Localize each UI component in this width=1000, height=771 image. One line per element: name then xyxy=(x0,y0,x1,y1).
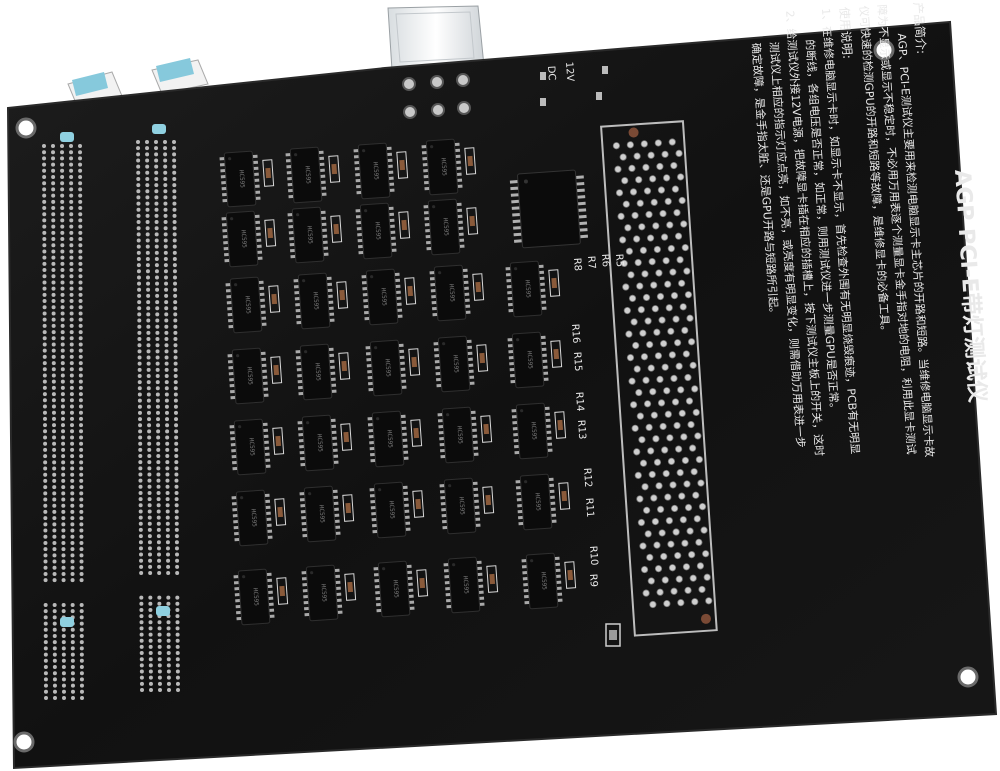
main-controller-chip xyxy=(509,169,589,249)
svg-text:HC595: HC595 xyxy=(385,430,393,449)
svg-text:HC595: HC595 xyxy=(461,576,469,595)
mounting-holes xyxy=(13,39,979,753)
label-r14: R14 xyxy=(573,391,585,411)
svg-text:HC595: HC595 xyxy=(439,158,447,177)
dc-jack-pads xyxy=(540,66,608,106)
svg-text:HC595: HC595 xyxy=(533,493,541,512)
svg-text:HC595: HC595 xyxy=(249,509,257,528)
label-r11: R11 xyxy=(583,497,595,517)
svg-text:HC595: HC595 xyxy=(529,422,537,441)
dc-label: DC xyxy=(545,65,557,80)
svg-text:HC595: HC595 xyxy=(239,230,247,249)
svg-text:HC595: HC595 xyxy=(457,497,465,516)
svg-text:HC595: HC595 xyxy=(451,355,459,374)
svg-text:HC595: HC595 xyxy=(313,363,321,382)
slot-key-markers xyxy=(60,124,170,627)
label-r9: R9 xyxy=(587,573,599,587)
label-r5: R5 xyxy=(613,253,625,267)
svg-text:HC595: HC595 xyxy=(523,280,531,299)
power-header-pins xyxy=(402,73,471,119)
pci-e-slot-pin-field xyxy=(136,140,180,692)
svg-text:HC595: HC595 xyxy=(387,501,395,520)
svg-text:HC595: HC595 xyxy=(317,505,325,524)
svg-text:HC595: HC595 xyxy=(539,572,547,591)
svg-text:HC595: HC595 xyxy=(311,292,319,311)
label-r12: R12 xyxy=(581,467,593,487)
svg-text:HC595: HC595 xyxy=(447,284,455,303)
svg-text:HC595: HC595 xyxy=(319,584,327,603)
svg-text:HC595: HC595 xyxy=(525,351,533,370)
svg-text:HC595: HC595 xyxy=(379,288,387,307)
svg-text:HC595: HC595 xyxy=(383,359,391,378)
label-r10: R10 xyxy=(587,545,599,565)
svg-text:HC595: HC595 xyxy=(315,434,323,453)
status-led-footprint xyxy=(605,623,621,647)
svg-text:HC595: HC595 xyxy=(391,580,399,599)
svg-text:HC595: HC595 xyxy=(455,426,463,445)
intro-heading: 产品简介: xyxy=(911,2,928,55)
slot-latch-right xyxy=(151,58,209,95)
usage-heading: 使用说明: xyxy=(837,6,855,59)
label-r13: R13 xyxy=(575,419,587,439)
resistor-labels: R5 R6 R7 R8 R9 R10 R11 R12 R13 R14 R15 R… xyxy=(569,253,625,587)
label-r15: R15 xyxy=(571,351,583,371)
svg-text:HC595: HC595 xyxy=(237,170,245,189)
label-r16: R16 xyxy=(569,323,581,343)
svg-text:HC595: HC595 xyxy=(247,438,255,457)
svg-text:HC595: HC595 xyxy=(371,162,379,181)
power-voltage-label: 12V xyxy=(563,61,575,81)
label-r8: R8 xyxy=(571,257,583,271)
svg-text:HC595: HC595 xyxy=(245,367,253,386)
svg-text:HC595: HC595 xyxy=(305,226,313,245)
agp-slot-pin-field xyxy=(42,144,84,700)
svg-text:HC595: HC595 xyxy=(243,296,251,315)
led-indicator-header xyxy=(600,120,718,637)
svg-text:HC595: HC595 xyxy=(373,222,381,241)
svg-text:HC595: HC595 xyxy=(251,588,259,607)
label-r6: R6 xyxy=(599,253,611,267)
svg-text:HC595: HC595 xyxy=(303,166,311,185)
svg-text:HC595: HC595 xyxy=(441,218,449,237)
label-r7: R7 xyxy=(585,255,597,269)
